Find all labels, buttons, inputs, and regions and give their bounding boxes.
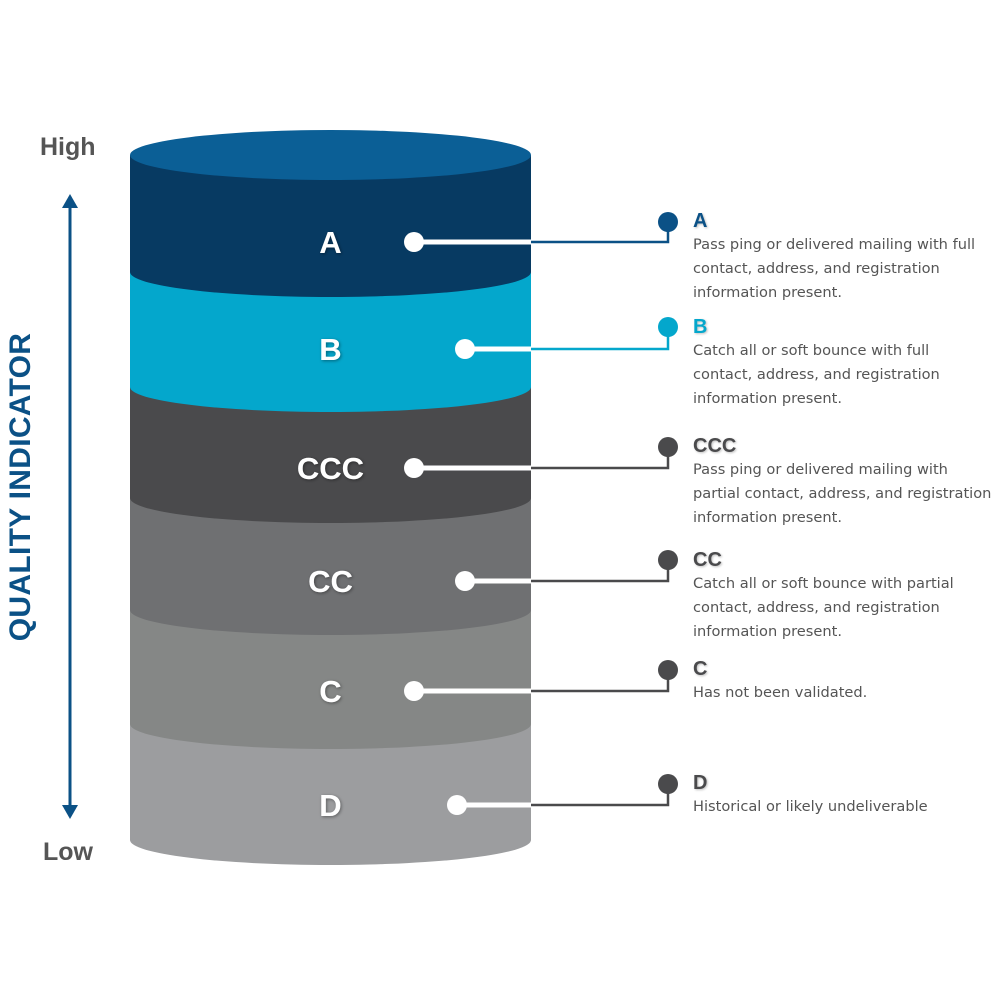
connector-start-dot: [455, 339, 475, 359]
connector-d: [447, 774, 678, 815]
tier-grade-label: CCC: [693, 435, 737, 457]
cylinder-band: [130, 724, 531, 865]
connector-end-dot: [658, 317, 678, 337]
tier-description-text: Catch all or soft bounce with partial co…: [693, 575, 954, 640]
connector-end-dot: [658, 212, 678, 232]
tier-description-text: Pass ping or delivered mailing with part…: [693, 461, 992, 526]
connector-line-outside: [531, 327, 670, 351]
cylinder-layer-label: C: [319, 674, 341, 709]
connector-line-outside: [531, 222, 670, 244]
tier-grade-label: D: [693, 772, 708, 794]
connector-end-dot: [658, 550, 678, 570]
connector-a: [404, 212, 678, 252]
cylinder-layer-d: [130, 724, 531, 865]
tier-description-text: Has not been validated.: [693, 684, 868, 701]
cylinder-layer-label: B: [319, 332, 341, 367]
tier-description-cc: CC Catch all or soft bounce with partial…: [693, 548, 1000, 644]
cylinder-layer-c: [130, 610, 531, 749]
cylinder-band: [130, 610, 531, 749]
connector-line-outside: [531, 560, 670, 583]
axis-high-label: High: [40, 133, 96, 161]
connector-start-dot: [455, 571, 475, 591]
tier-grade-label: B: [693, 316, 708, 338]
cylinder-layer-label: CC: [308, 564, 353, 599]
tier-description-b: B Catch all or soft bounce with full con…: [693, 315, 1000, 411]
connector-ccc: [404, 437, 678, 478]
cylinder-layer-label: D: [319, 788, 341, 823]
cylinder-layer-cc: [130, 498, 531, 635]
tier-grade-label: C: [693, 658, 708, 680]
tier-grade-label: A: [693, 210, 708, 232]
connector-cc: [455, 550, 678, 591]
connector-start-dot: [404, 681, 424, 701]
tier-description-d: D Historical or likely undeliverable: [693, 771, 1000, 819]
axis-low-label: Low: [43, 838, 93, 866]
axis-title: QUALITY INDICATOR: [4, 332, 37, 642]
tier-description-text: Pass ping or delivered mailing with full…: [693, 236, 976, 301]
tier-description-c: C Has not been validated.: [693, 657, 1000, 705]
connector-start-dot: [447, 795, 467, 815]
connector-end-dot: [658, 774, 678, 794]
cylinder-layer-ccc: [130, 387, 531, 523]
layer-connectors: [404, 212, 678, 815]
connector-end-dot: [658, 437, 678, 457]
cylinder-band: [130, 387, 531, 523]
connector-line-outside: [531, 447, 670, 470]
tier-description-text: Historical or likely undeliverable: [693, 798, 928, 815]
connector-end-dot: [658, 660, 678, 680]
connector-start-dot: [404, 232, 424, 252]
tier-grade-label: CC: [693, 549, 722, 571]
tier-description-text: Catch all or soft bounce with full conta…: [693, 342, 940, 407]
quality-axis-arrow: [62, 194, 78, 819]
connector-c: [404, 660, 678, 701]
cylinder-band: [130, 272, 531, 412]
cylinder-layer-b: [130, 272, 531, 412]
cylinder-band: [130, 498, 531, 635]
cylinder-layer-label: CCC: [297, 451, 364, 486]
connector-line-outside: [531, 670, 670, 693]
connector-start-dot: [404, 458, 424, 478]
connector-line-outside: [531, 784, 670, 807]
cylinder-band: [130, 155, 531, 297]
tier-description-a: A Pass ping or delivered mailing with fu…: [693, 209, 1000, 305]
cylinder-top-cap: [130, 130, 531, 180]
connector-b: [455, 317, 678, 359]
tier-description-ccc: CCC Pass ping or delivered mailing with …: [693, 434, 1000, 530]
cylinder-layer-a: [130, 155, 531, 297]
cylinder-layer-label: A: [319, 225, 341, 260]
